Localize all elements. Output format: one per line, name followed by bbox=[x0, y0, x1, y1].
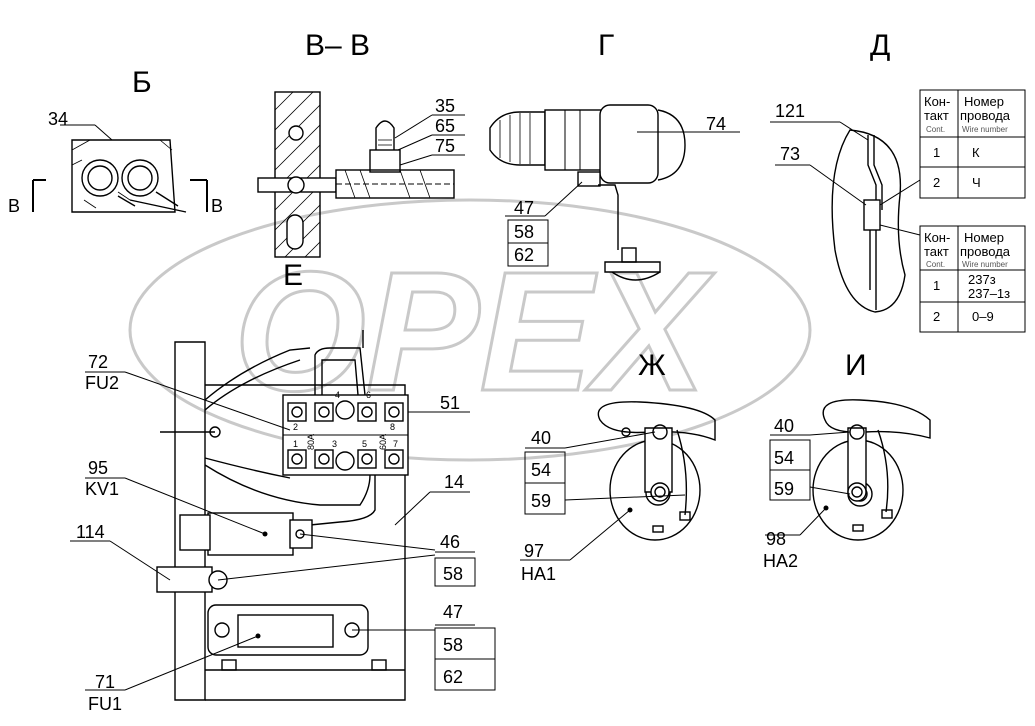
table2-h5: провода bbox=[960, 244, 1011, 259]
callout-58-e1: 58 bbox=[443, 564, 463, 584]
wire-table-1 bbox=[919, 89, 1026, 199]
callout-59-i: 59 bbox=[774, 479, 794, 499]
callout-ha2: HA2 bbox=[763, 551, 798, 571]
view-title-g: Г bbox=[598, 29, 614, 62]
section-mark-left-label: В bbox=[8, 196, 20, 216]
mark-t5: 5 bbox=[362, 439, 367, 449]
view-title-zh: Ж bbox=[638, 349, 666, 382]
table2-h3: Cont. bbox=[926, 260, 945, 269]
callout-58-g: 58 bbox=[514, 222, 534, 242]
table2-h6: Wire number bbox=[962, 260, 1008, 269]
table2-h2: такт bbox=[924, 244, 949, 259]
callout-54-zh: 54 bbox=[531, 460, 551, 480]
callout-97: 97 bbox=[524, 541, 544, 561]
callout-fu1: FU1 bbox=[88, 694, 122, 714]
callout-34: 34 bbox=[48, 109, 68, 129]
table1-h2: такт bbox=[924, 108, 949, 123]
mark-80a: 80А bbox=[306, 434, 316, 450]
view-title-vv: В– В bbox=[305, 29, 370, 62]
mark-t7: 7 bbox=[393, 439, 398, 449]
table1-h5: провода bbox=[960, 108, 1011, 123]
callout-74: 74 bbox=[706, 114, 726, 134]
callout-65: 65 bbox=[435, 116, 455, 136]
table1-row2-contact: 2 bbox=[933, 175, 940, 190]
table1-h1: Кон- bbox=[924, 94, 950, 109]
view-zh-horn bbox=[597, 401, 716, 541]
table2-row1-contact: 1 bbox=[933, 278, 940, 293]
callout-fu2: FU2 bbox=[85, 373, 119, 393]
callout-51: 51 bbox=[440, 393, 460, 413]
view-i-horn bbox=[812, 399, 931, 541]
callout-40-i: 40 bbox=[774, 416, 794, 436]
callout-ha1: HA1 bbox=[521, 564, 556, 584]
section-mark-right bbox=[190, 179, 208, 212]
table1-row2-wire: Ч bbox=[972, 175, 981, 190]
mark-t3: 3 bbox=[332, 439, 337, 449]
table2-row2-wire: 0–9 bbox=[972, 309, 994, 324]
callout-75: 75 bbox=[435, 136, 455, 156]
section-mark-left bbox=[32, 179, 46, 212]
callout-73: 73 bbox=[780, 144, 800, 164]
mark-t4: 4 bbox=[335, 390, 340, 400]
view-title-e: Е bbox=[283, 259, 303, 292]
callout-box-46 bbox=[434, 551, 476, 587]
mark-t8: 8 bbox=[390, 422, 395, 432]
callout-14: 14 bbox=[444, 472, 464, 492]
callout-box-zh bbox=[520, 431, 686, 561]
table2-h1: Кон- bbox=[924, 230, 950, 245]
watermark-logo: OPEX bbox=[128, 198, 812, 462]
table1-row1-contact: 1 bbox=[933, 145, 940, 160]
callout-box-47 bbox=[434, 624, 496, 691]
callout-114: 114 bbox=[76, 522, 105, 542]
table2-row1-wire2: 237–1з bbox=[968, 286, 1010, 301]
wire-table-2 bbox=[919, 225, 1026, 333]
mark-t6: 6 bbox=[366, 390, 371, 400]
table2-row2-contact: 2 bbox=[933, 309, 940, 324]
callout-62-e: 62 bbox=[443, 667, 463, 687]
callout-46: 46 bbox=[440, 532, 460, 552]
callout-54-i: 54 bbox=[774, 448, 794, 468]
callout-35: 35 bbox=[435, 96, 455, 116]
view-g-lamp bbox=[489, 104, 740, 281]
view-e-leaders bbox=[70, 371, 470, 691]
callout-47-e: 47 bbox=[443, 602, 463, 622]
view-e-panel bbox=[156, 330, 409, 701]
section-mark-right-label: В bbox=[211, 196, 223, 216]
callout-98: 98 bbox=[766, 529, 786, 549]
view-title-b: Б bbox=[132, 66, 152, 99]
callout-121: 121 bbox=[775, 101, 805, 121]
table1-h3: Cont. bbox=[926, 125, 945, 134]
callout-71: 71 bbox=[95, 672, 115, 692]
table1-h6: Wire number bbox=[962, 125, 1008, 134]
callout-72: 72 bbox=[88, 352, 108, 372]
callout-40-zh: 40 bbox=[531, 428, 551, 448]
callout-62-g: 62 bbox=[514, 245, 534, 265]
mark-60a: 60А bbox=[378, 434, 388, 450]
table1-row1-wire: К bbox=[972, 145, 980, 160]
mark-t2: 2 bbox=[293, 422, 298, 432]
callout-kv1: KV1 bbox=[85, 479, 119, 499]
callout-47-g: 47 bbox=[514, 198, 534, 218]
table1-h4: Номер bbox=[964, 94, 1004, 109]
view-title-i: И bbox=[845, 349, 867, 382]
table2-row1-wire1: 237з bbox=[968, 272, 996, 287]
callout-58-e2: 58 bbox=[443, 635, 463, 655]
table2-h4: Номер bbox=[964, 230, 1004, 245]
view-title-d: Д bbox=[870, 29, 890, 62]
callout-box-g bbox=[505, 215, 549, 267]
callout-95: 95 bbox=[88, 458, 108, 478]
callout-59-zh: 59 bbox=[531, 491, 551, 511]
view-d-connector bbox=[770, 121, 921, 313]
callout-box-i bbox=[765, 431, 851, 536]
mark-t1: 1 bbox=[293, 439, 298, 449]
view-b-detail bbox=[60, 124, 187, 213]
view-vv-detail bbox=[257, 91, 465, 258]
fuse-block-marks: 80А 60А 2 4 8 6 1 3 5 7 bbox=[293, 390, 398, 450]
